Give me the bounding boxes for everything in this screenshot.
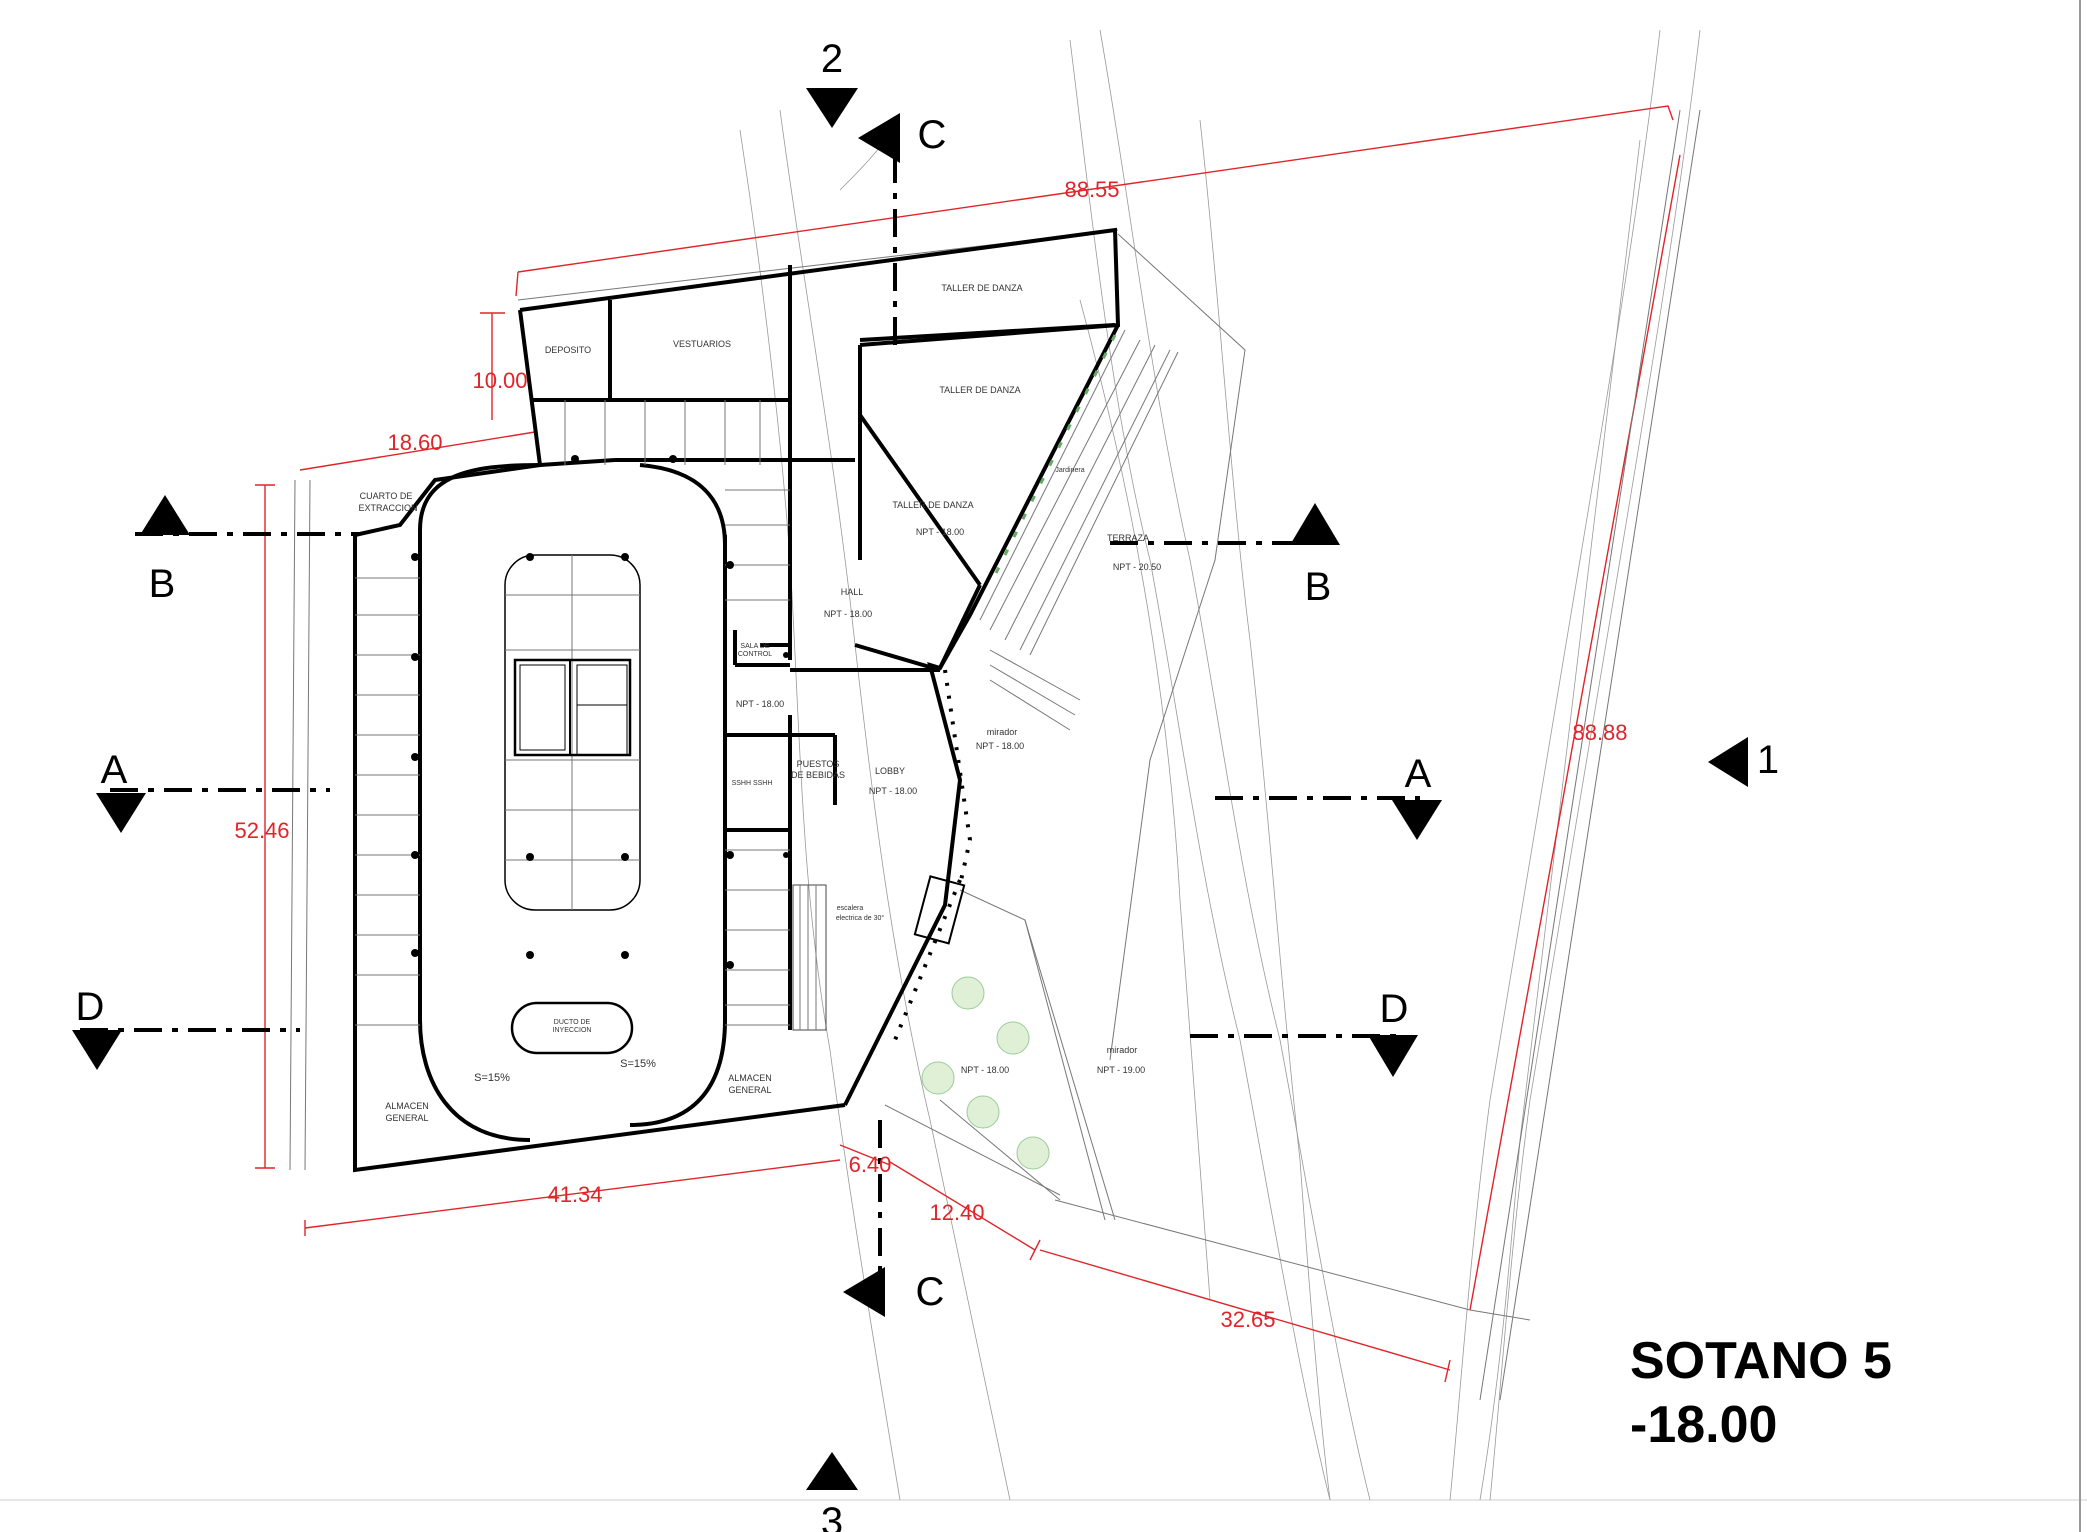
dim-top: 88.55 [1064, 177, 1119, 202]
room-deposito: DEPOSITO [545, 345, 591, 355]
dim-upper-left-short: 10.00 [472, 368, 527, 393]
section-label-3: 3 [821, 1500, 843, 1532]
room-cuarto-2: EXTRACCION [358, 503, 417, 513]
room-escalera-2: electrica de 30° [836, 914, 885, 922]
room-mirador-1-npt: NPT - 18.00 [976, 741, 1024, 751]
room-sala-1: SALA DE [740, 643, 770, 650]
room-hall-npt: NPT - 18.00 [824, 609, 872, 619]
room-almacen-left-1: ALMACEN [385, 1101, 429, 1111]
property-boundary [255, 105, 1681, 1383]
room-lobby-npt: NPT - 18.00 [869, 786, 917, 796]
room-almacen-right-2: GENERAL [728, 1085, 771, 1095]
room-ramp-left: S=15% [474, 1072, 510, 1084]
room-hall: HALL [841, 587, 864, 597]
room-terraza-npt: NPT - 20.50 [1113, 562, 1161, 572]
room-taller-1: TALLER DE DANZA [941, 283, 1022, 293]
section-label-b-right: B [1305, 565, 1332, 609]
section-label-b-left: B [149, 562, 176, 606]
room-puestos-2: DE BEBIDAS [791, 770, 845, 780]
room-taller-3: TALLER DE DANZA [892, 500, 973, 510]
room-terraza: TERRAZA [1107, 533, 1149, 543]
room-lobby: LOBBY [875, 766, 905, 776]
room-mirador-2: mirador [1107, 1045, 1138, 1055]
dim-bottom-small-2: 12.40 [929, 1200, 984, 1225]
section-label-d-left: D [76, 985, 105, 1029]
site-lines [289, 109, 1701, 1401]
section-label-a-right: A [1405, 752, 1432, 796]
room-sala-2: CONTROL [738, 651, 772, 658]
dim-bottom-small-1: 6.40 [849, 1152, 892, 1177]
columns [411, 455, 789, 969]
section-label-1: 1 [1757, 738, 1779, 782]
room-escalera-1: escalera [837, 905, 864, 912]
section-label-c-top: C [918, 113, 947, 157]
garden-trees [884, 889, 1116, 1221]
room-labels: DEPOSITO VESTUARIOS TALLER DE DANZA TALL… [358, 283, 1161, 1123]
room-jardinera: Jardinera [1055, 467, 1084, 474]
dim-upper-left-long: 18.60 [387, 430, 442, 455]
parking-stalls [355, 400, 790, 1026]
room-mirador-1: mirador [987, 727, 1018, 737]
parking-ramp [418, 463, 727, 1142]
room-garden-npt: NPT - 18.00 [961, 1065, 1009, 1075]
room-taller-2: TALLER DE DANZA [939, 385, 1020, 395]
room-sshh: SSHH SSHH [732, 780, 773, 787]
section-label-c-bottom: C [916, 1270, 945, 1314]
section-label-2: 2 [821, 37, 843, 81]
room-cuarto-1: CUARTO DE [360, 491, 413, 501]
room-ducto-1: DUCTO DE [554, 1019, 591, 1026]
dim-right: 88.88 [1572, 720, 1627, 745]
level-title: SOTANO 5 [1630, 1332, 1892, 1390]
room-ducto-2: INYECCION [553, 1027, 592, 1034]
section-arrows [72, 88, 1748, 1490]
dim-bottom-right: 32.65 [1220, 1307, 1275, 1332]
dotted-lines [893, 669, 973, 1041]
room-vestuarios: VESTUARIOS [673, 339, 731, 349]
room-ramp-right: S=15% [620, 1058, 656, 1070]
room-almacen-left-2: GENERAL [385, 1113, 428, 1123]
dim-left: 52.46 [234, 818, 289, 843]
elevator-core [576, 664, 966, 945]
section-label-d-right: D [1380, 987, 1409, 1031]
room-taller-3-npt: NPT - 18.00 [916, 527, 964, 537]
room-almacen-right-1: ALMACEN [728, 1073, 772, 1083]
room-npt-corridor: NPT - 18.00 [736, 699, 784, 709]
level-elevation: -18.00 [1630, 1396, 1777, 1454]
dim-bottom-left: 41.34 [547, 1182, 602, 1207]
section-label-a-left: A [101, 748, 128, 792]
terrace-steps [792, 329, 1179, 1031]
room-mirador-2-npt: NPT - 19.00 [1097, 1065, 1145, 1075]
room-puestos-1: PUESTOS [797, 759, 840, 769]
section-cuts [80, 155, 1420, 1280]
